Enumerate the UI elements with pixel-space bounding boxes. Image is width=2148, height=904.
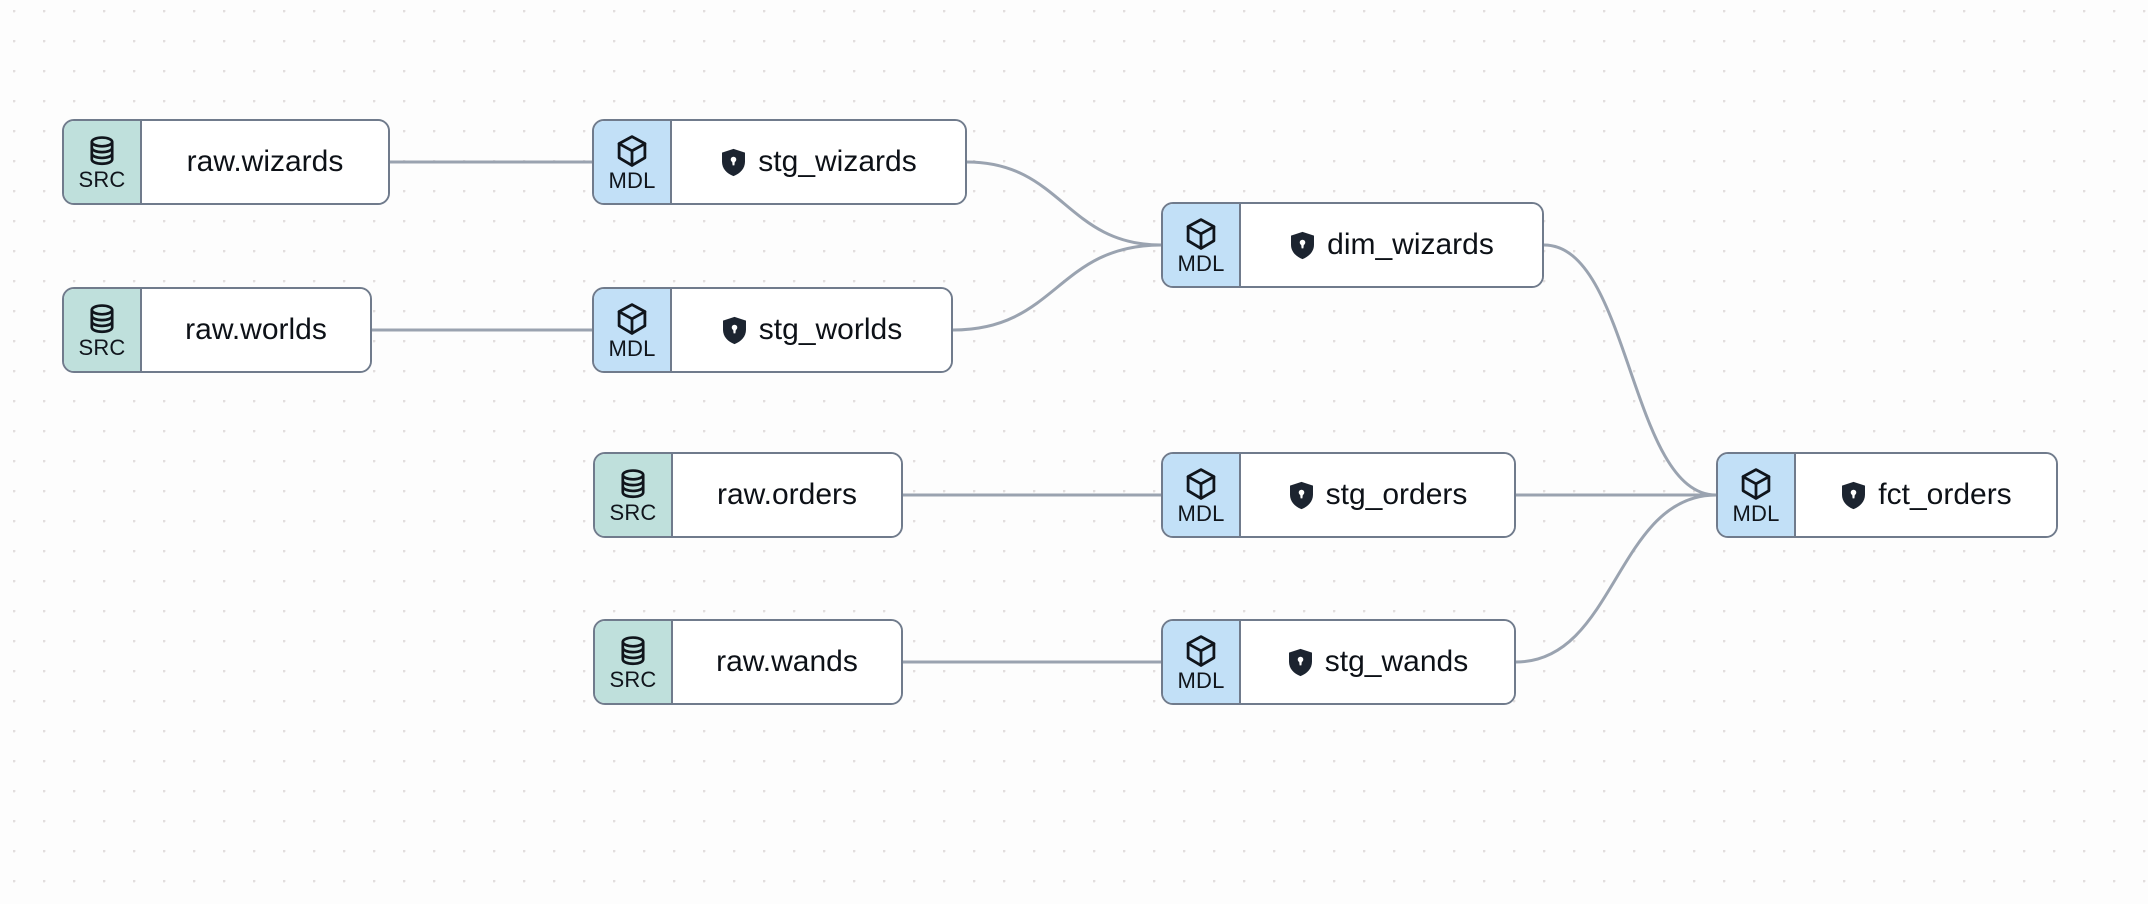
shield-lock-icon xyxy=(1840,481,1867,510)
node-kind-label: SRC xyxy=(78,334,126,360)
node-body: raw.wands xyxy=(673,621,901,703)
lineage-edge xyxy=(1542,243,1718,497)
cube-icon xyxy=(1183,216,1219,252)
node-kind-label: MDL xyxy=(608,335,656,361)
node-label: dim_wizards xyxy=(1327,228,1494,261)
shield-lock-icon xyxy=(1288,481,1315,510)
node-body: stg_worlds xyxy=(672,289,951,371)
lineage-node-dim-wizards[interactable]: MDL dim_wizards xyxy=(1161,202,1544,288)
node-label: raw.worlds xyxy=(185,313,327,346)
cube-icon xyxy=(614,301,650,337)
lineage-node-raw-wizards[interactable]: SRC raw.wizards xyxy=(62,119,390,205)
shield-lock-icon xyxy=(720,148,747,177)
node-body: raw.wizards xyxy=(142,121,388,203)
lineage-edge xyxy=(1514,493,1718,664)
lineage-node-stg-wands[interactable]: MDL stg_wands xyxy=(1161,619,1516,705)
node-label: stg_wands xyxy=(1324,645,1469,678)
node-kind-label: SRC xyxy=(609,666,657,692)
node-label: stg_worlds xyxy=(758,313,903,346)
node-kind-badge-mdl: MDL xyxy=(594,289,672,371)
node-kind-badge-mdl: MDL xyxy=(1163,204,1241,286)
node-label: stg_orders xyxy=(1325,478,1468,511)
node-body: stg_orders xyxy=(1241,454,1514,536)
node-kind-badge-mdl: MDL xyxy=(594,121,672,203)
database-icon xyxy=(616,467,650,501)
node-label: raw.wands xyxy=(716,645,858,678)
node-body: raw.orders xyxy=(673,454,901,536)
node-kind-badge-mdl: MDL xyxy=(1163,621,1241,703)
node-kind-label: MDL xyxy=(1177,250,1225,276)
node-body: stg_wands xyxy=(1241,621,1514,703)
node-kind-label: MDL xyxy=(1732,500,1780,526)
lineage-node-fct-orders[interactable]: MDL fct_orders xyxy=(1716,452,2058,538)
shield-lock-icon xyxy=(721,316,748,345)
lineage-node-raw-worlds[interactable]: SRC raw.worlds xyxy=(62,287,372,373)
shield-lock-icon xyxy=(1289,231,1316,260)
node-label: raw.wizards xyxy=(186,145,344,178)
shield-lock-icon xyxy=(1287,648,1314,677)
node-kind-badge-mdl: MDL xyxy=(1163,454,1241,536)
node-label: fct_orders xyxy=(1878,478,2012,511)
node-kind-label: MDL xyxy=(1177,500,1225,526)
node-kind-badge-mdl: MDL xyxy=(1718,454,1796,536)
node-kind-badge-src: SRC xyxy=(595,621,673,703)
database-icon xyxy=(85,302,119,336)
lineage-edge xyxy=(965,160,1163,247)
database-icon xyxy=(85,134,119,168)
node-kind-badge-src: SRC xyxy=(595,454,673,536)
node-kind-badge-src: SRC xyxy=(64,121,142,203)
node-kind-badge-src: SRC xyxy=(64,289,142,371)
cube-icon xyxy=(1183,633,1219,669)
cube-icon xyxy=(614,133,650,169)
lineage-edge xyxy=(951,243,1163,332)
cube-icon xyxy=(1738,466,1774,502)
node-label: raw.orders xyxy=(716,478,858,511)
lineage-node-stg-wizards[interactable]: MDL stg_wizards xyxy=(592,119,967,205)
node-body: dim_wizards xyxy=(1241,204,1542,286)
node-body: stg_wizards xyxy=(672,121,965,203)
node-label: stg_wizards xyxy=(758,145,917,178)
lineage-node-stg-worlds[interactable]: MDL stg_worlds xyxy=(592,287,953,373)
node-body: fct_orders xyxy=(1796,454,2056,536)
node-kind-label: MDL xyxy=(1177,667,1225,693)
lineage-node-stg-orders[interactable]: MDL stg_orders xyxy=(1161,452,1516,538)
node-kind-label: SRC xyxy=(78,166,126,192)
node-kind-label: SRC xyxy=(609,499,657,525)
node-body: raw.worlds xyxy=(142,289,370,371)
cube-icon xyxy=(1183,466,1219,502)
node-kind-label: MDL xyxy=(608,167,656,193)
lineage-node-raw-wands[interactable]: SRC raw.wands xyxy=(593,619,903,705)
lineage-node-raw-orders[interactable]: SRC raw.orders xyxy=(593,452,903,538)
database-icon xyxy=(616,634,650,668)
